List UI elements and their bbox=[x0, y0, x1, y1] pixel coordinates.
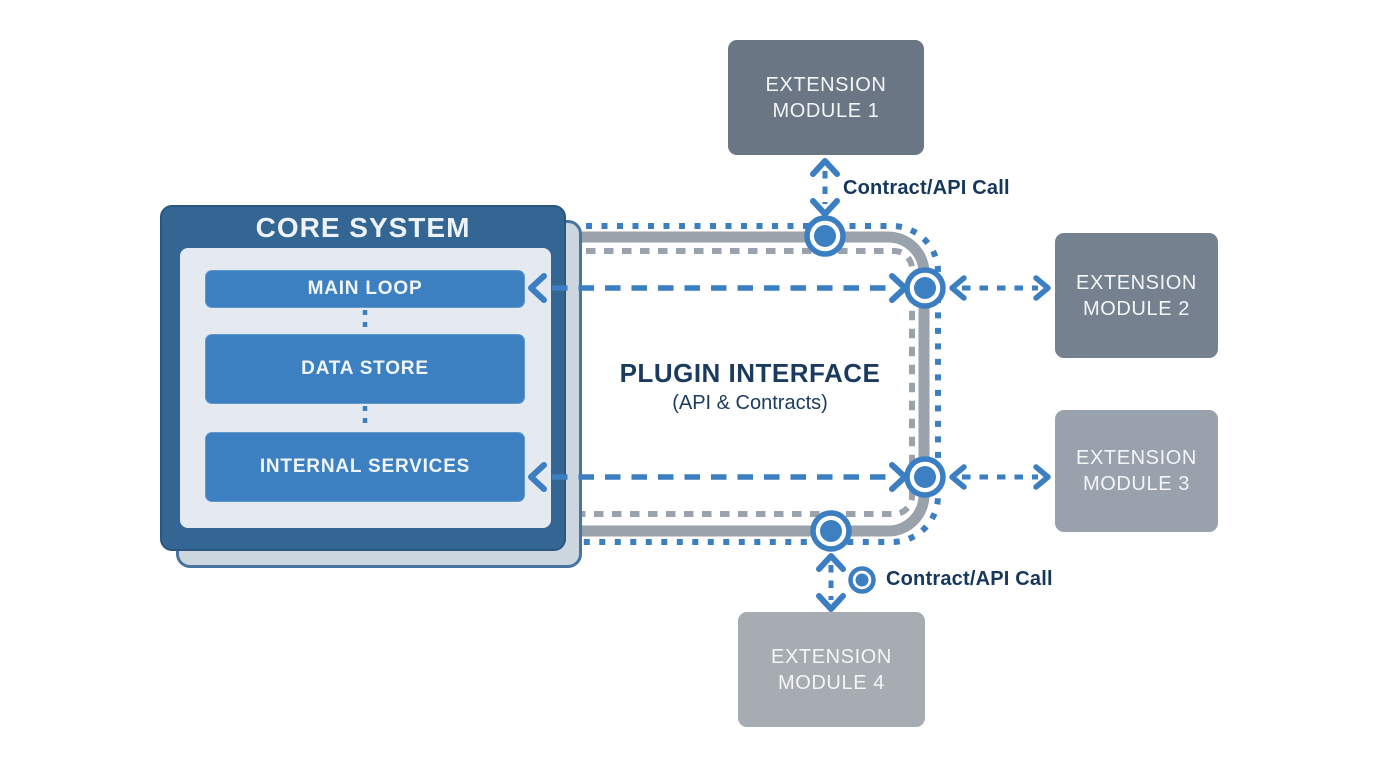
plugin-interface-label: PLUGIN INTERFACE (API & Contracts) bbox=[600, 358, 900, 415]
extension-module-3-line2: MODULE 3 bbox=[1082, 473, 1191, 495]
contract-api-call-legend-label: Contract/API Call bbox=[886, 568, 1053, 590]
component-main-loop: MAIN LOOP bbox=[205, 270, 525, 308]
arrowhead-into-module4 bbox=[816, 593, 846, 612]
node-right-bottom bbox=[904, 456, 946, 498]
component-internal-services-label: INTERNAL SERVICES bbox=[259, 456, 471, 477]
arrowhead-into-node-right-bottom bbox=[889, 462, 908, 492]
extension-module-1: EXTENSION MODULE 1 bbox=[728, 40, 924, 155]
component-main-loop-label: MAIN LOOP bbox=[307, 278, 423, 299]
plugin-interface-subtitle: (API & Contracts) bbox=[672, 392, 828, 414]
extension-module-2-line2: MODULE 2 bbox=[1082, 297, 1191, 320]
extension-module-2: EXTENSION MODULE 2 bbox=[1055, 233, 1218, 358]
arrowhead-node3-left bbox=[949, 464, 967, 490]
arrowhead-into-node-right-top bbox=[889, 273, 908, 303]
arrowhead-into-module1 bbox=[810, 158, 840, 177]
arrowhead-node2-left bbox=[949, 275, 967, 301]
arrowhead-into-module3 bbox=[1033, 464, 1051, 490]
contract-api-call-legend-icon bbox=[848, 566, 876, 594]
node-top bbox=[804, 215, 846, 257]
component-data-store: DATA STORE bbox=[205, 334, 525, 404]
component-data-store-label: DATA STORE bbox=[301, 358, 429, 379]
node-right-top bbox=[904, 267, 946, 309]
extension-module-4-line2: MODULE 4 bbox=[777, 671, 886, 694]
arrowhead-into-node-bottom bbox=[816, 553, 846, 572]
extension-module-3: EXTENSION MODULE 3 bbox=[1055, 410, 1218, 532]
core-system-title: CORE SYSTEM bbox=[255, 212, 471, 243]
extension-module-1-line2: MODULE 1 bbox=[772, 99, 880, 122]
extension-module-1-line1: EXTENSION bbox=[765, 73, 887, 96]
extension-module-4-line1: EXTENSION bbox=[771, 645, 892, 668]
extension-module-3-line1: EXTENSION bbox=[1076, 447, 1197, 469]
extension-module-2-line1: EXTENSION bbox=[1076, 271, 1197, 294]
arrowhead-into-module2 bbox=[1033, 275, 1051, 301]
node-bottom bbox=[810, 510, 852, 552]
extension-module-4: EXTENSION MODULE 4 bbox=[738, 612, 925, 727]
arrowhead-into-node-top bbox=[810, 198, 840, 217]
contract-api-call-label-top: Contract/API Call bbox=[843, 177, 1010, 199]
plugin-interface-title: PLUGIN INTERFACE bbox=[619, 358, 881, 388]
component-internal-services: INTERNAL SERVICES bbox=[205, 432, 525, 502]
